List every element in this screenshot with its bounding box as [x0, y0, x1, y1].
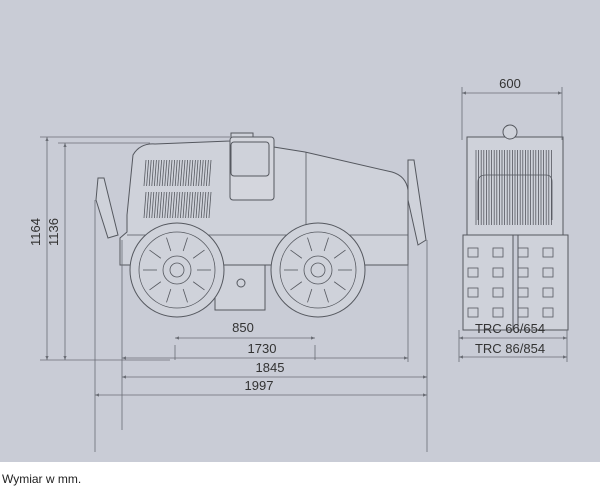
- model-label-2: TRC 86/854: [475, 341, 545, 356]
- caption: Wymiar w mm.: [2, 472, 82, 486]
- dim-length-1730: 1730: [248, 341, 277, 356]
- dim-width: 600: [499, 76, 521, 91]
- dim-height-total: 1164: [28, 218, 43, 246]
- front-view-roller: [462, 124, 569, 331]
- dim-length-1845: 1845: [256, 360, 285, 375]
- side-view-roller: [95, 132, 427, 320]
- dim-height-body: 1136: [46, 218, 61, 246]
- dimension-lines: [40, 87, 568, 452]
- model-label-1: TRC 66/654: [475, 321, 545, 336]
- dimension-drawing: 1164 1136 850 1730 1845 1997 600 TRC 66/…: [28, 76, 569, 452]
- dim-length-total: 1997: [245, 378, 274, 393]
- dim-wheelbase: 850: [232, 320, 254, 335]
